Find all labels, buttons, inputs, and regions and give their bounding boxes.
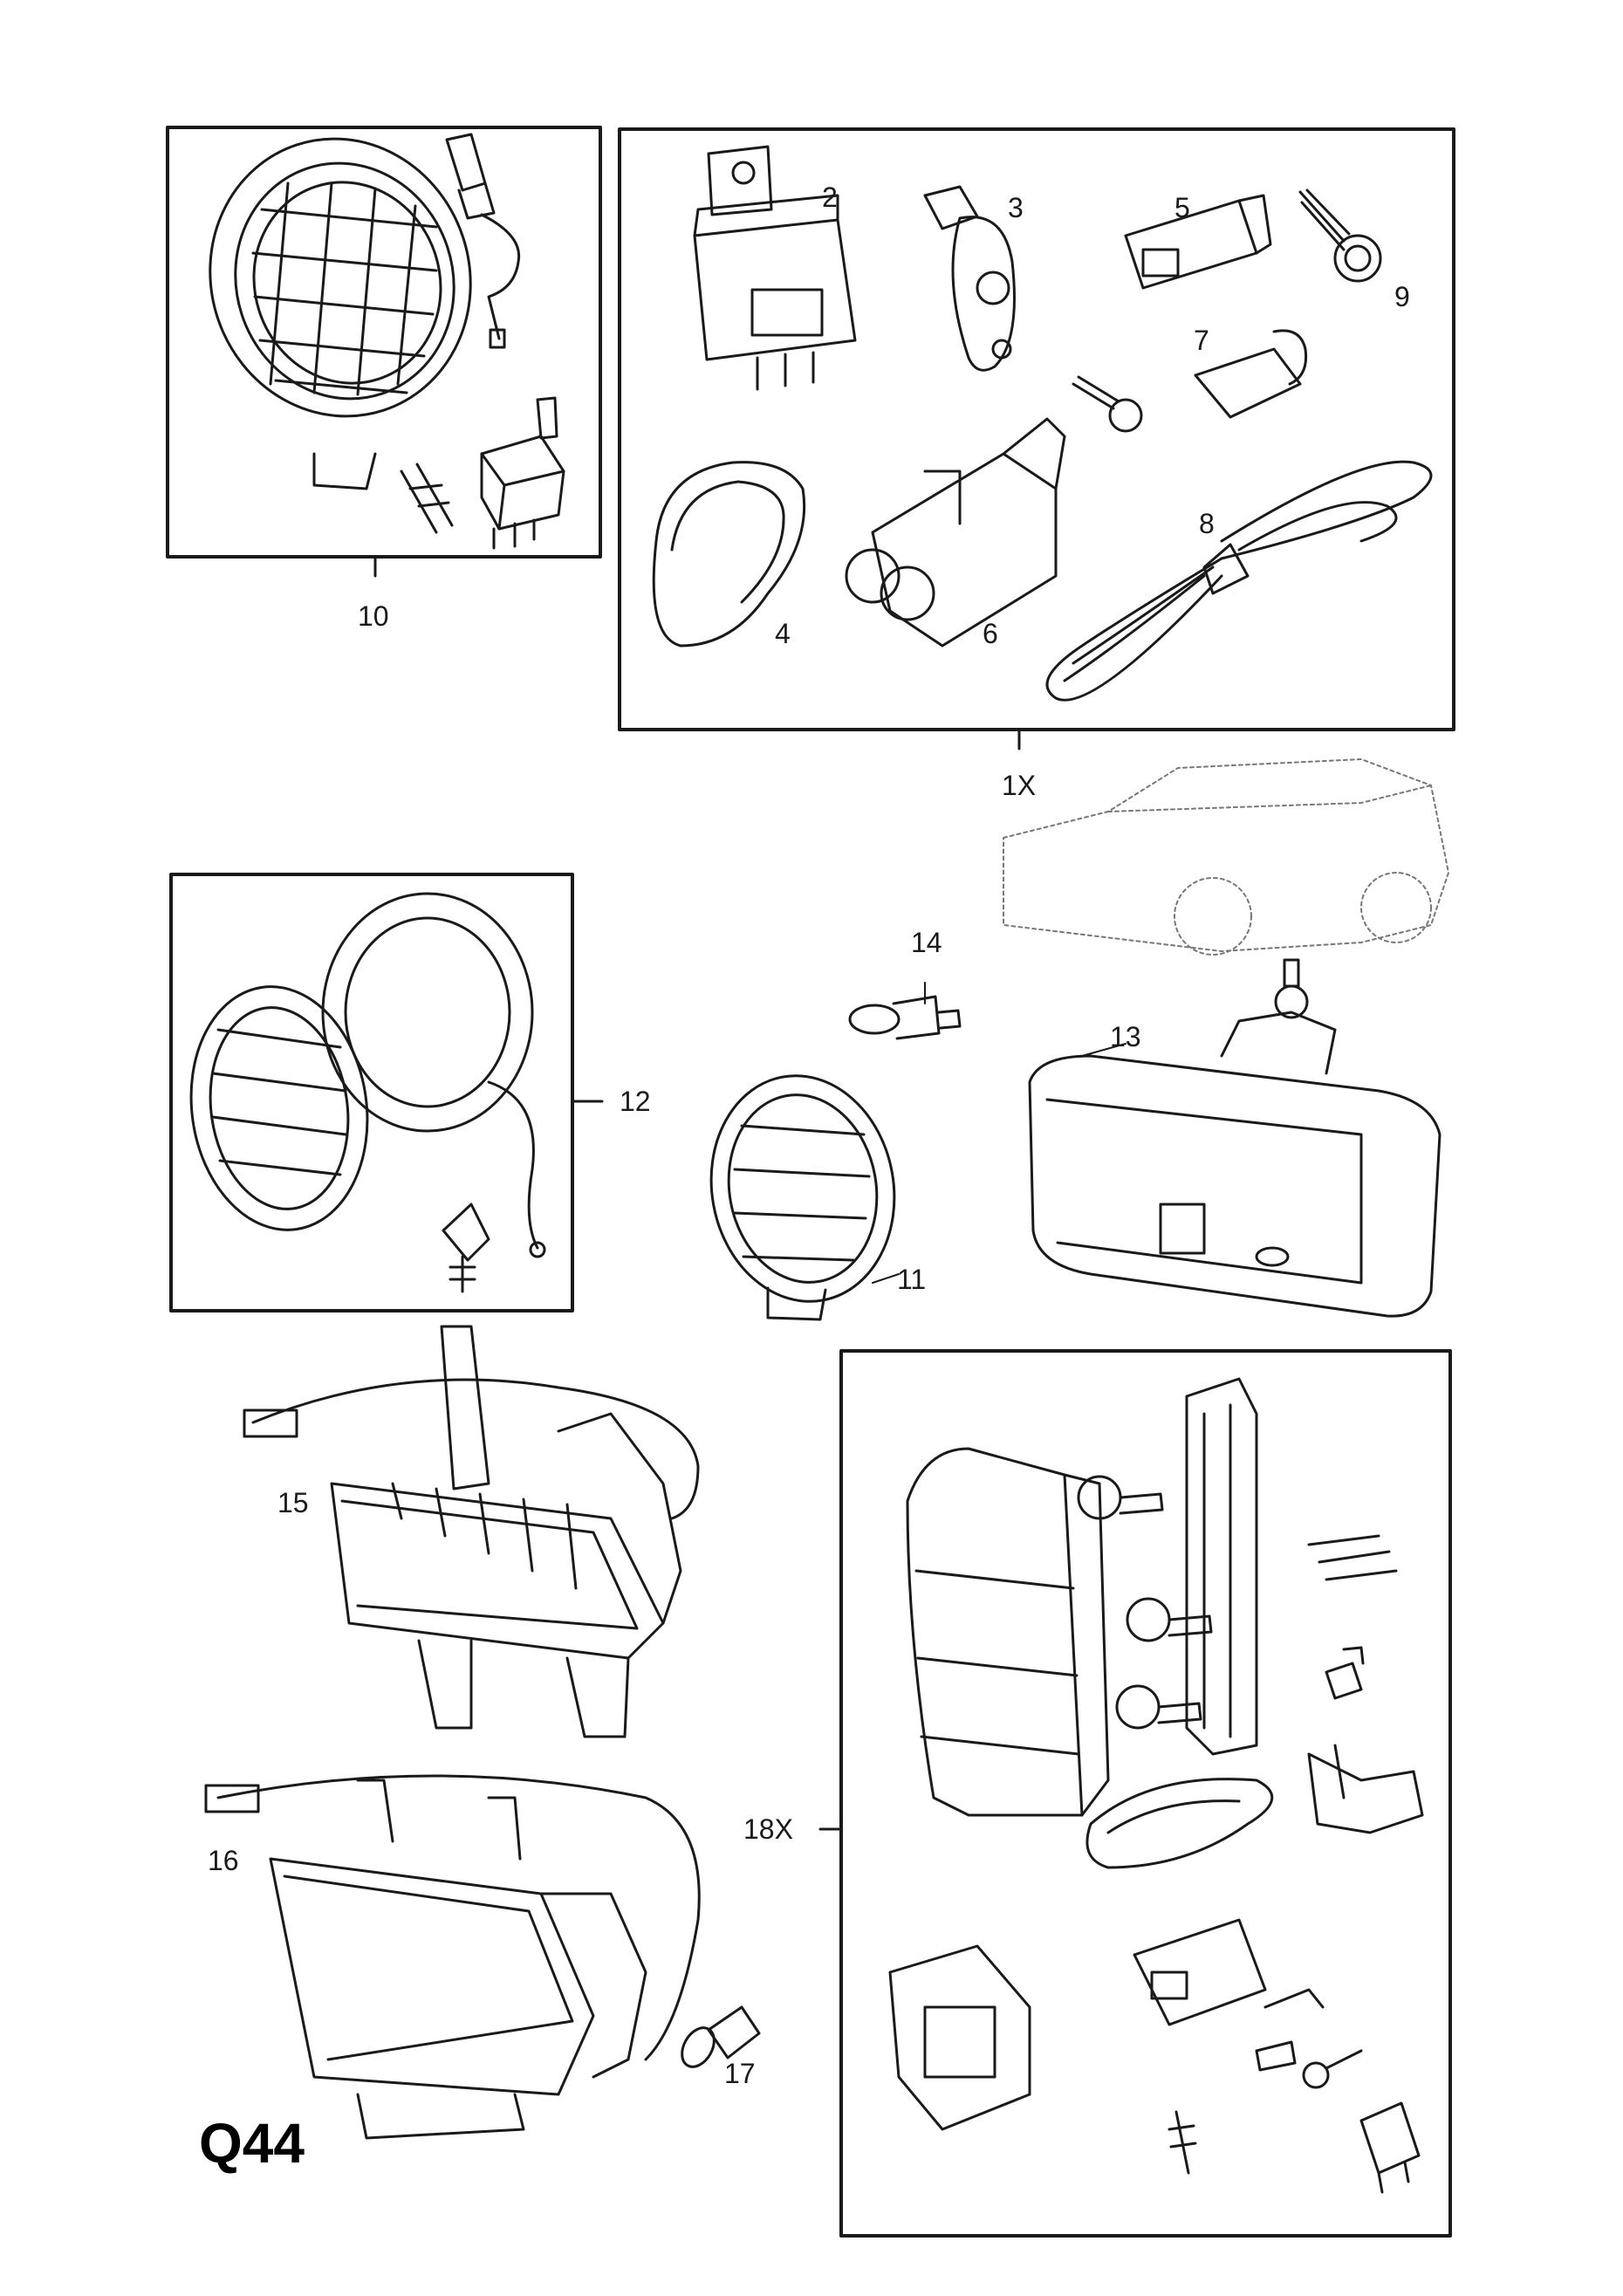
callout-10: 10 xyxy=(358,600,389,632)
callout-9: 9 xyxy=(1394,281,1410,312)
callout-12: 12 xyxy=(620,1086,651,1117)
relay-illustration xyxy=(693,145,857,391)
h4-bulb-illustration xyxy=(848,995,962,1040)
callout-4: 4 xyxy=(775,618,791,649)
halogen-bulb-illustration xyxy=(445,133,521,349)
screw-illustration xyxy=(1298,188,1382,283)
tail-bulbs-illustration xyxy=(1077,1475,1213,1730)
callout-5: 5 xyxy=(1174,192,1190,223)
callout-7: 7 xyxy=(1194,325,1209,356)
harness-coil-illustration xyxy=(1085,1778,1274,1869)
callout-2: 2 xyxy=(822,182,838,213)
wiring-coil-illustration xyxy=(1045,460,1433,702)
switch-illustration xyxy=(888,1944,1031,2131)
lamp-pair-illustration xyxy=(189,892,546,1258)
kit-18x-box xyxy=(839,1349,1452,2238)
boot-cap-illustration xyxy=(652,461,806,648)
callout-leaders xyxy=(872,982,1127,1284)
bulb-holder-illustration xyxy=(923,185,1016,372)
bulb-carrier-illustration xyxy=(1185,1377,1258,1756)
fog-lamp-16-illustration xyxy=(204,1774,701,2140)
work-lamp-illustration xyxy=(209,137,472,534)
callout-17: 17 xyxy=(724,2058,756,2089)
small-bulb-illustration xyxy=(681,2005,761,2068)
cable-clip-illustration xyxy=(1194,329,1308,419)
callout-18x: 18X xyxy=(743,1813,793,1845)
rear-lamp-cluster-illustration xyxy=(906,1447,1110,1817)
double-socket-illustration xyxy=(845,417,1066,648)
kit-12-box xyxy=(169,873,574,1312)
callout-13: 13 xyxy=(1110,1021,1141,1052)
callout-1x: 1X xyxy=(1002,770,1037,801)
callout-14: 14 xyxy=(911,927,942,958)
kit-10-box xyxy=(166,126,602,559)
small-fasteners-illustration xyxy=(1168,1988,1363,2175)
connector-housing-illustration xyxy=(1307,1744,1424,1834)
relay-small-illustration xyxy=(480,396,565,550)
callout-3: 3 xyxy=(1008,192,1024,223)
mounting-bolt-illustration xyxy=(442,1203,490,1293)
callout-8: 8 xyxy=(1199,508,1215,539)
work-lamp-loose-illustration xyxy=(709,1074,896,1321)
fog-lamp-15-illustration xyxy=(243,1325,700,1738)
self-tapping-screw-illustration xyxy=(1072,375,1143,433)
rectangular-lamp-illustration xyxy=(1028,958,1442,1318)
terminal-strips-illustration xyxy=(1307,1534,1398,1700)
blade-fuse-illustration xyxy=(1359,2101,1421,2194)
callout-11: 11 xyxy=(897,1264,927,1295)
callout-16: 16 xyxy=(208,1845,239,1876)
kit-1x-box xyxy=(618,127,1455,731)
vehicle-silhouette xyxy=(1003,758,1449,956)
callout-6: 6 xyxy=(983,618,998,649)
multiplug-illustration xyxy=(1133,1918,1267,2026)
page-code: Q44 xyxy=(199,2112,305,2175)
callout-15: 15 xyxy=(277,1487,309,1518)
flat-connector-illustration xyxy=(1124,194,1272,290)
